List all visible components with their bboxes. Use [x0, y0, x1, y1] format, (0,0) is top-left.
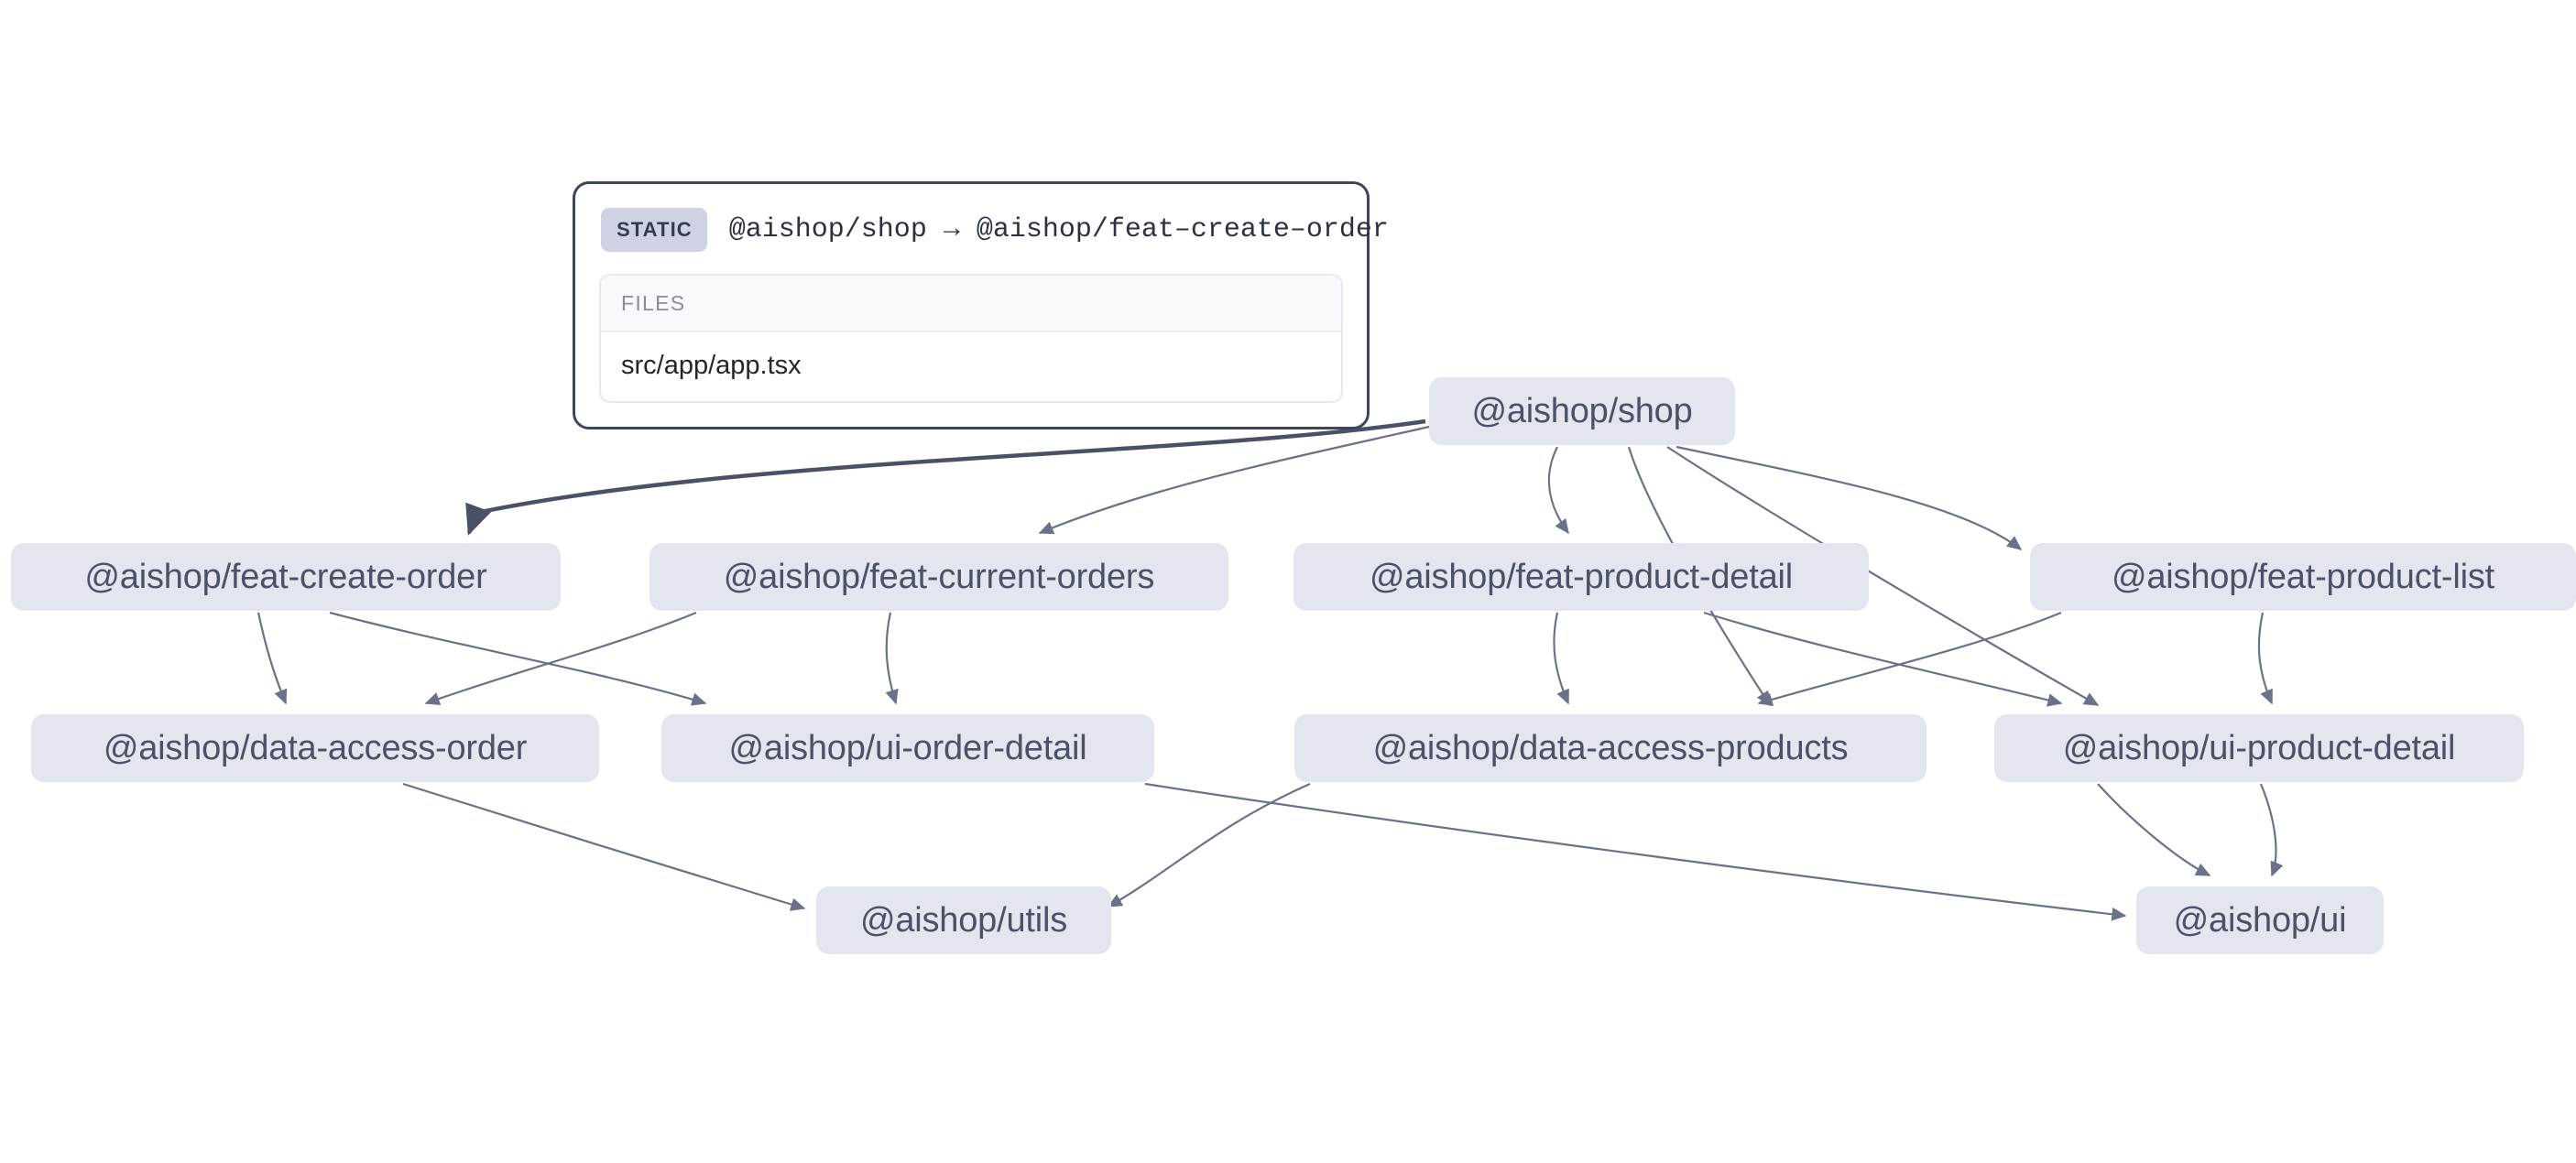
- graph-node-label: @aishop/ui-product-detail: [2062, 728, 2456, 767]
- graph-node-label: @aishop/utils: [859, 900, 1068, 940]
- graph-edge-ui-product-detail-to-ui[interactable]: [2259, 783, 2284, 877]
- graph-edge-feat-product-detail-to-data-access-products[interactable]: [1553, 612, 1570, 705]
- graph-node-label: @aishop/feat-current-orders: [723, 557, 1155, 596]
- graph-node-feat-current-orders[interactable]: @aishop/feat-current-orders: [649, 543, 1228, 611]
- graph-edge-shop-to-feat-product-list[interactable]: [1675, 445, 2023, 550]
- graph-node-ui-product-detail[interactable]: @aishop/ui-product-detail: [1994, 714, 2524, 782]
- graph-node-shop[interactable]: @aishop/shop: [1429, 377, 1735, 445]
- graph-node-label: @aishop/data-access-order: [103, 728, 528, 767]
- graph-node-utils[interactable]: @aishop/utils: [816, 886, 1111, 954]
- graph-edge-shop-to-feat-current-orders[interactable]: [1038, 425, 1430, 535]
- status-badge: STATIC: [601, 208, 707, 252]
- graph-edge-feat-product-list-to-data-access-products[interactable]: [1757, 611, 2062, 706]
- graph-node-label: @aishop/ui: [2173, 900, 2347, 940]
- graph-edge-ui-order-detail-to-ui[interactable]: [1144, 782, 2127, 921]
- file-list-item[interactable]: src/app/app.tsx: [621, 351, 802, 380]
- graph-edge-feat-product-detail-to-ui-product-detail[interactable]: [1703, 611, 2063, 707]
- graph-edge-feat-product-list-to-ui-product-detail[interactable]: [2257, 612, 2274, 705]
- graph-node-ui-order-detail[interactable]: @aishop/ui-order-detail: [661, 714, 1154, 782]
- graph-edge-feat-create-order-to-ui-order-detail[interactable]: [329, 611, 707, 706]
- graph-edge-data-access-products-to-utils[interactable]: [1107, 782, 1311, 908]
- graph-node-label: @aishop/data-access-products: [1372, 728, 1849, 767]
- graph-node-feat-product-list[interactable]: @aishop/feat-product-list: [2030, 543, 2576, 611]
- files-column-header: FILES: [601, 276, 1341, 332]
- graph-edge-feat-create-order-to-data-access-order[interactable]: [257, 612, 288, 705]
- graph-node-label: @aishop/feat-product-list: [2112, 557, 2494, 596]
- graph-edge-feat-current-orders-to-ui-order-detail[interactable]: [885, 612, 899, 705]
- graph-node-label: @aishop/feat-create-order: [84, 557, 487, 596]
- graph-edge-feat-current-orders-to-data-access-order[interactable]: [424, 611, 697, 705]
- graph-node-data-access-products[interactable]: @aishop/data-access-products: [1294, 714, 1927, 782]
- graph-edge-shop-to-feat-product-detail[interactable]: [1547, 446, 1569, 535]
- graph-node-data-access-order[interactable]: @aishop/data-access-order: [31, 714, 599, 782]
- edge-detail-tooltip[interactable]: STATIC @aishop/shop → @aishop/feat–creat…: [573, 181, 1389, 429]
- tooltip-title: @aishop/shop → @aishop/feat–create–order: [728, 214, 1389, 245]
- graph-edge-shop-to-feat-create-order[interactable]: [465, 418, 1426, 536]
- graph-node-label: @aishop/shop: [1471, 391, 1693, 430]
- graph-node-feat-product-detail[interactable]: @aishop/feat-product-detail: [1293, 543, 1869, 611]
- graph-node-label: @aishop/ui-order-detail: [728, 728, 1087, 767]
- graph-node-feat-create-order[interactable]: @aishop/feat-create-order: [11, 543, 561, 611]
- tooltip-header: STATIC @aishop/shop → @aishop/feat–creat…: [599, 204, 1389, 254]
- graph-edge-shop-to-ui-product-detail[interactable]: [1666, 446, 2100, 706]
- graph-edge-ui-product-detail-to-ui[interactable]: [2097, 783, 2211, 876]
- graph-node-label: @aishop/feat-product-detail: [1370, 557, 1793, 596]
- graph-edge-data-access-order-to-utils[interactable]: [402, 782, 806, 911]
- graph-node-ui[interactable]: @aishop/ui: [2136, 886, 2384, 954]
- files-panel: FILES src/app/app.tsx: [599, 274, 1343, 403]
